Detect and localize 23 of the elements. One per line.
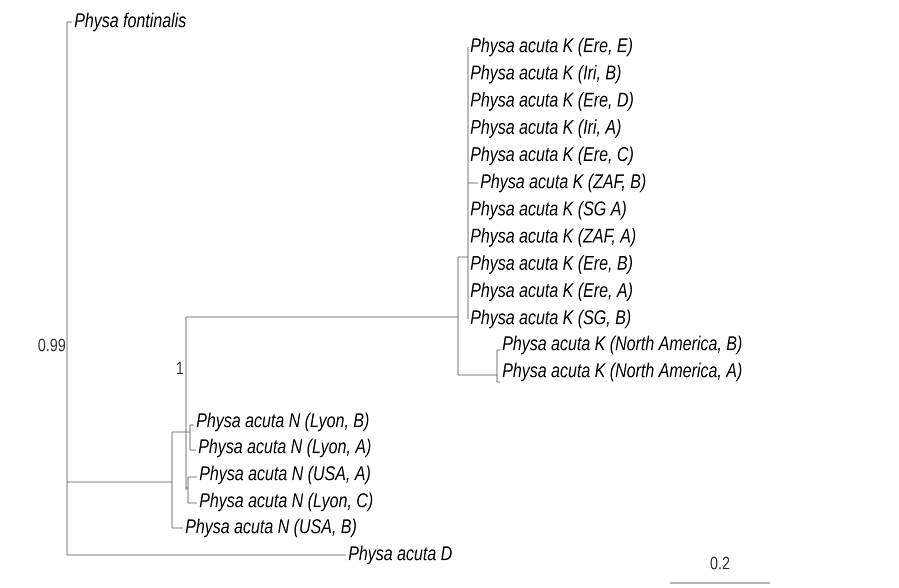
taxon-label: Physa acuta N (Lyon, A) — [198, 438, 370, 458]
taxon-label: Physa acuta K (SG A) — [470, 200, 626, 220]
taxon-label: Physa acuta K (North America, A) — [502, 362, 742, 382]
support-value: 0.99 — [38, 338, 66, 352]
taxon-label: Physa acuta K (Ere, A) — [470, 282, 632, 302]
taxon-label: Physa acuta K (SG, B) — [470, 310, 630, 328]
taxon-label: Physa fontinalis — [74, 12, 186, 32]
taxon-label: Physa acuta N (Lyon, B) — [196, 412, 368, 432]
taxon-label: Physa acuta D — [348, 546, 452, 564]
taxon-label: Physa acuta K (Ere, D) — [470, 92, 633, 111]
taxon-label: Physa acuta N (USA, A) — [200, 466, 370, 484]
taxon-label: Physa acuta K (ZAF, B) — [480, 174, 646, 192]
support-value: 1 — [176, 362, 184, 374]
taxon-label: Physa acuta K (Ere, C) — [470, 146, 633, 166]
taxon-label: Physa acuta N (Lyon, C) — [200, 492, 372, 512]
scale-label: 0.2 — [710, 556, 730, 570]
taxon-label: Physa acuta K (Iri, B) — [470, 64, 620, 84]
taxon-label: Physa acuta K (Ere, B) — [470, 255, 632, 274]
taxon-label: Physa acuta K (ZAF, A) — [470, 228, 636, 247]
taxon-label: Physa acuta K (Iri, A) — [470, 119, 620, 138]
taxon-label: Physa acuta N (USA, B) — [186, 518, 356, 538]
taxon-label: Physa acuta K (North America, B) — [502, 336, 742, 354]
taxon-label: Physa acuta K (Ere, E) — [470, 38, 632, 56]
